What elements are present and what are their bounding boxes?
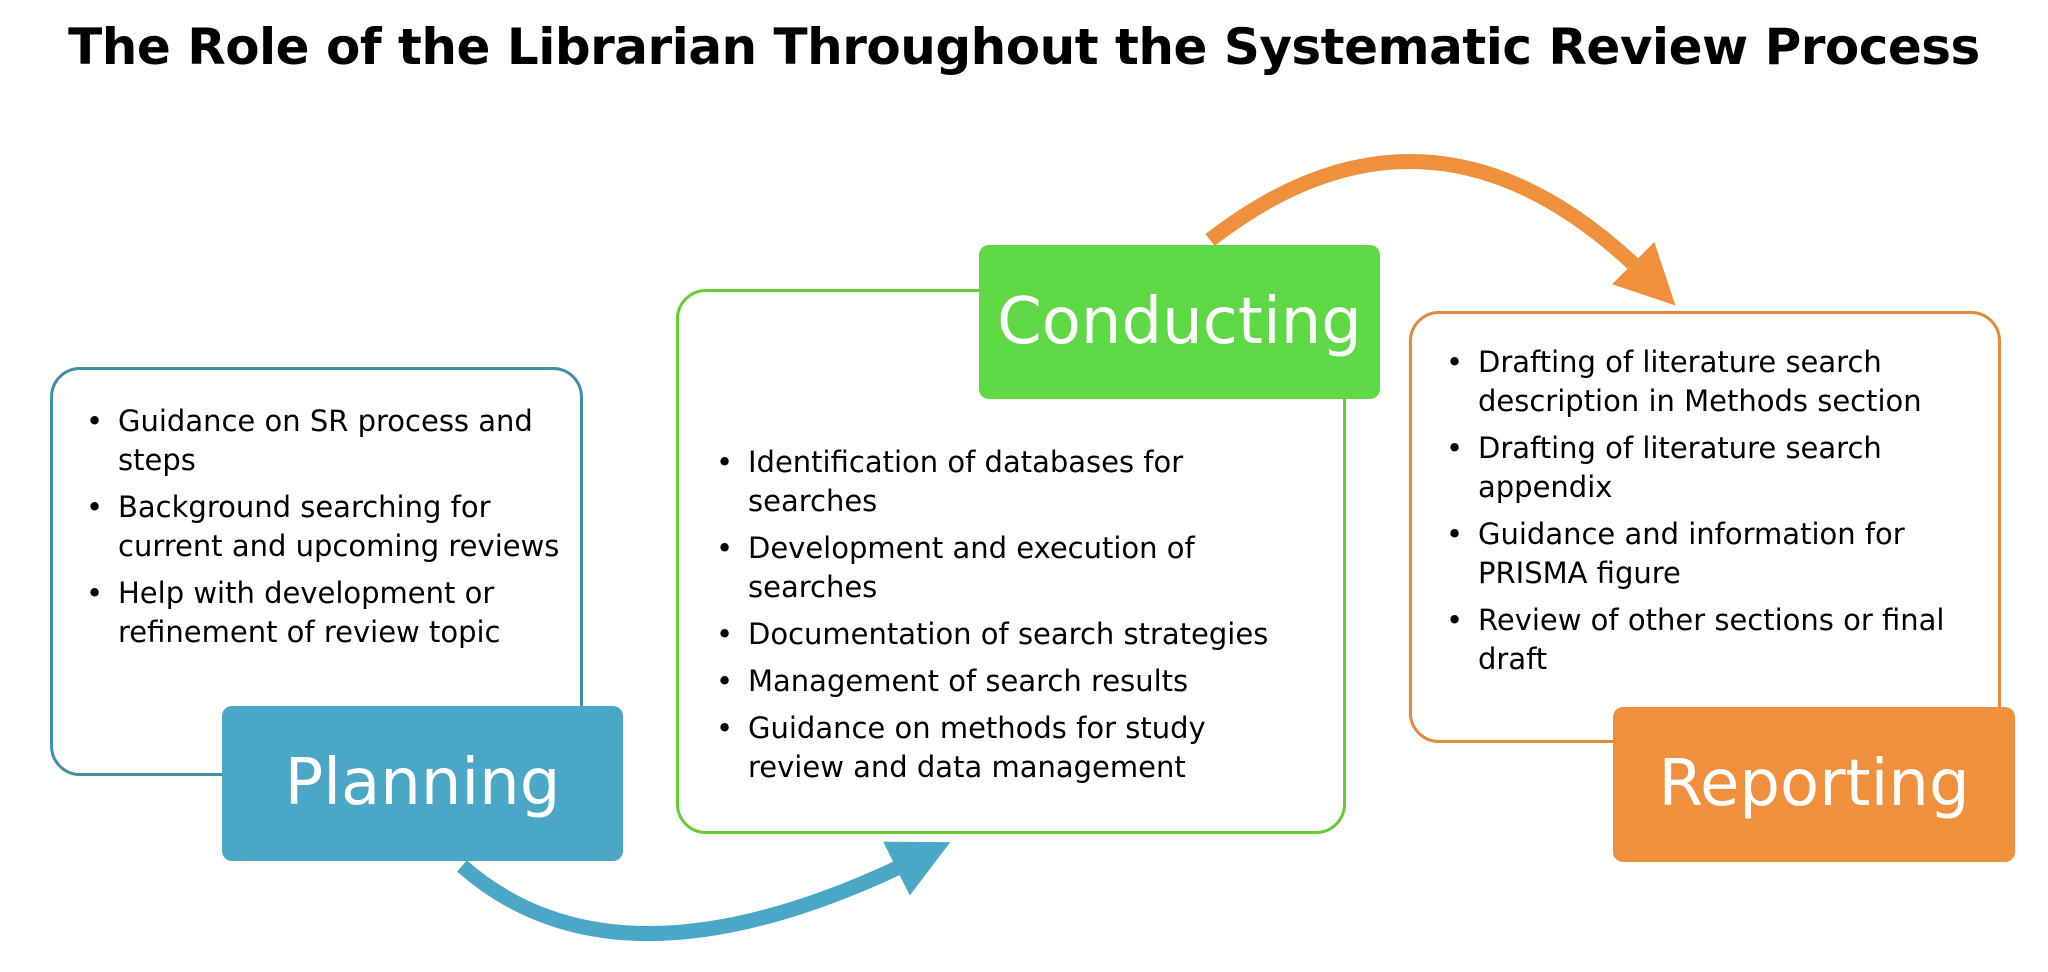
diagram-title: The Role of the Librarian Throughout the…	[68, 18, 1980, 76]
reporting-item: Drafting of literature search descriptio…	[1442, 343, 1982, 421]
reporting-items: Drafting of literature search descriptio…	[1442, 343, 1982, 687]
conducting-item: Identification of databases for searches	[712, 443, 1272, 521]
reporting-stage-label: Reporting	[1613, 707, 2015, 862]
conducting-items: Identification of databases for searches…	[712, 443, 1272, 795]
conducting-item: Management of search results	[712, 662, 1272, 701]
planning-item: Guidance on SR process and steps	[82, 402, 562, 480]
conducting-stage-label: Conducting	[979, 245, 1380, 399]
planning-item: Background searching for current and upc…	[82, 488, 562, 566]
conducting-to-reporting-arrow	[1205, 154, 1676, 306]
planning-stage-label: Planning	[222, 706, 623, 861]
conducting-item: Guidance on methods for study review and…	[712, 709, 1272, 787]
planning-items: Guidance on SR process and steps Backgro…	[82, 402, 562, 660]
conducting-item: Development and execution of searches	[712, 529, 1272, 607]
reporting-item: Drafting of literature search appendix	[1442, 429, 1982, 507]
reporting-item: Review of other sections or final draft	[1442, 601, 1982, 679]
reporting-item: Guidance and information for PRISMA figu…	[1442, 515, 1982, 593]
planning-to-conducting-arrow	[457, 841, 951, 942]
conducting-item: Documentation of search strategies	[712, 615, 1272, 654]
planning-item: Help with development or refinement of r…	[82, 574, 562, 652]
